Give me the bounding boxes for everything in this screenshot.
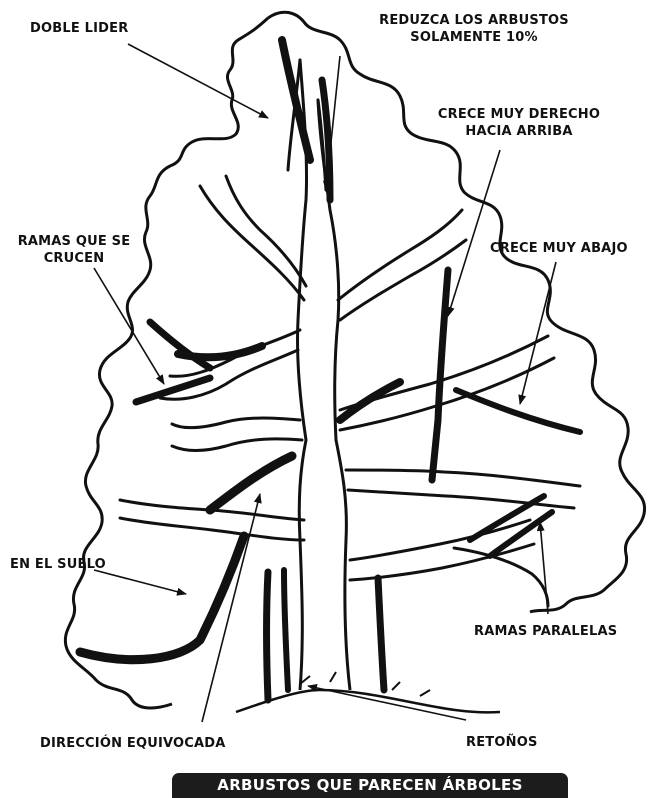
trunk [299,440,350,690]
low-branch [456,390,580,432]
leader-paralelas [540,522,548,614]
leader-muy-abajo [520,262,556,404]
crossing-branch-1 [150,322,210,368]
label-direccion-equivocada: DIRECCIÓN EQUIVOCADA [40,735,226,752]
label-doble-lider: DOBLE LIDER [30,20,128,37]
parallel-branch-1 [470,496,544,540]
leader-lines [94,44,556,722]
sucker-3 [378,578,384,690]
label-en-el-suelo: EN EL SUELO [10,556,106,573]
label-derecho-line1: CRECE MUY DERECHO [424,106,614,123]
label-retonos: RETOÑOS [466,734,538,751]
label-ramas-cruce-line1: RAMAS QUE SE [4,233,144,250]
caption-banner: ARBUSTOS QUE PARECEN ÁRBOLES [172,773,568,798]
label-reduzca-arbustos: REDUZCA LOS ARBUSTOS SOLAMENTE 10% [356,12,592,46]
ground-line [236,690,500,712]
sucker-1 [267,572,269,700]
vertical-branch [432,270,448,480]
label-ramas-cruce-line2: CRUCEN [4,250,144,267]
branches [120,60,580,606]
wrong-direction-branch [210,456,292,510]
label-reduzca-line2: SOLAMENTE 10% [356,29,592,46]
double-leader-branch [282,40,310,160]
label-crece-derecho: CRECE MUY DERECHO HACIA ARRIBA [424,106,614,140]
inward-branch [340,382,400,420]
sucker-2 [284,570,288,690]
leader-en-suelo [94,570,186,594]
label-reduzca-line1: REDUZCA LOS ARBUSTOS [356,12,592,29]
ground-branch [80,536,244,660]
crown-outline [65,18,268,708]
label-ramas-crucen: RAMAS QUE SE CRUCEN [4,233,144,267]
label-crece-muy-abajo: CRECE MUY ABAJO [490,240,628,257]
leader-doble-lider [128,44,268,118]
label-ramas-paralelas: RAMAS PARALELAS [474,623,617,640]
leader-derecho [448,150,500,316]
label-derecho-line2: HACIA ARRIBA [424,123,614,140]
